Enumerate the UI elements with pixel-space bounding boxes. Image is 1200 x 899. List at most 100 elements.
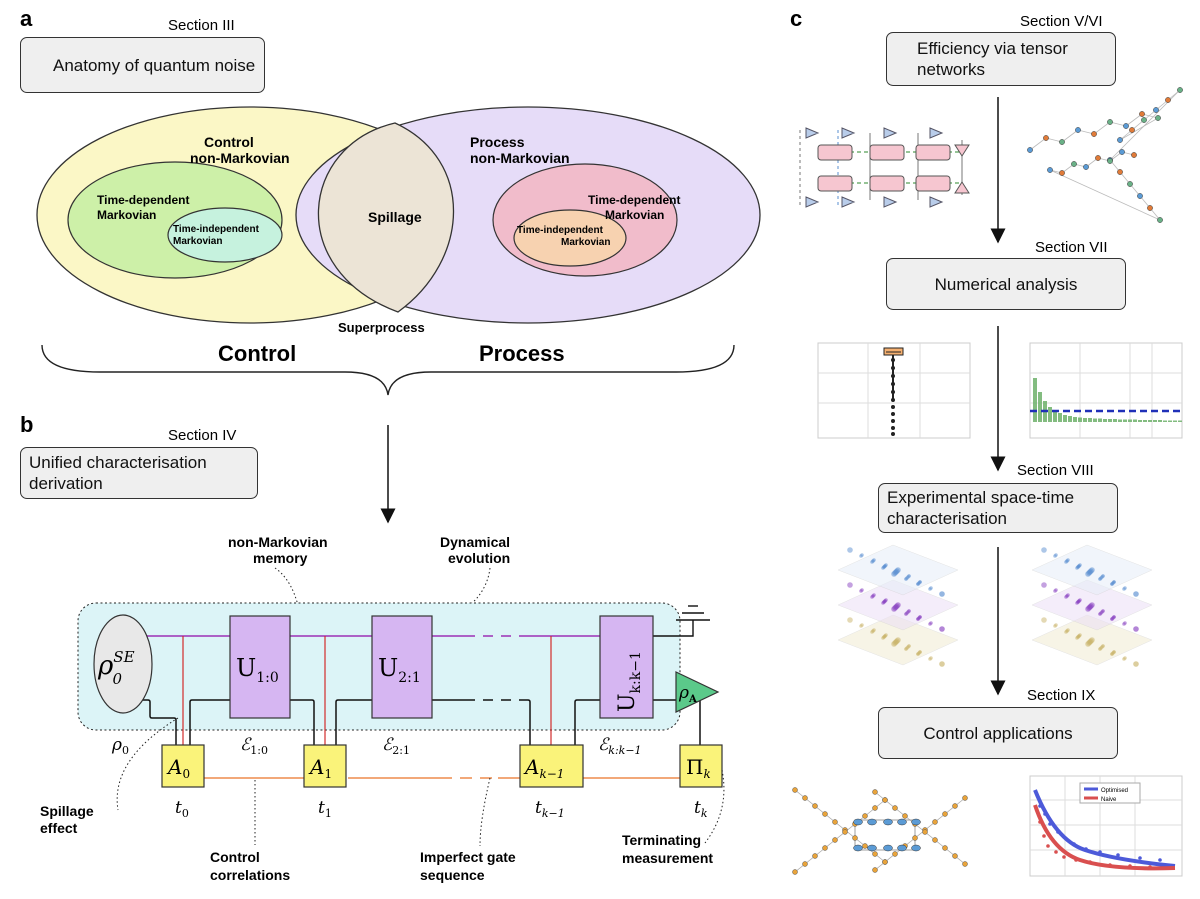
lattice-point bbox=[1066, 628, 1070, 632]
optimised-point bbox=[1043, 812, 1047, 816]
dyn-evol-line2: evolution bbox=[448, 550, 510, 566]
hex-node bbox=[832, 819, 838, 825]
tn-node bbox=[1177, 87, 1183, 93]
hex-node bbox=[922, 829, 928, 835]
histogram-bar bbox=[1098, 418, 1102, 422]
histogram-bar bbox=[1178, 420, 1182, 422]
control-corr-line1: Control bbox=[210, 849, 260, 865]
optimised-point bbox=[1064, 837, 1068, 841]
decay-chart: Optimised Naive bbox=[1029, 775, 1183, 877]
control-corr-line2: correlations bbox=[210, 867, 290, 883]
lattice-point bbox=[884, 598, 888, 602]
boxplot-outliers bbox=[891, 358, 895, 436]
control-process-brace bbox=[41, 344, 735, 396]
histogram-bar bbox=[1083, 418, 1087, 422]
rho0-symbol: ρ0 bbox=[111, 735, 129, 757]
lattice-point bbox=[939, 626, 945, 632]
terminating-line1: Terminating bbox=[622, 832, 701, 848]
outlier-point bbox=[891, 405, 895, 409]
box-control-apps-text: Control applications bbox=[923, 723, 1073, 743]
hex-core-node bbox=[883, 818, 893, 826]
hex-node bbox=[792, 787, 798, 793]
lattice-point bbox=[872, 558, 876, 562]
tn-node bbox=[1117, 169, 1123, 175]
lattice-point bbox=[860, 623, 864, 627]
hex-node bbox=[812, 803, 818, 809]
imperfect-gate-line1: Imperfect gate bbox=[420, 849, 516, 865]
lattice-point bbox=[847, 617, 853, 623]
lattice-point bbox=[918, 580, 922, 584]
lattice-point bbox=[872, 593, 876, 597]
tn-node bbox=[1027, 147, 1033, 153]
hex-node bbox=[792, 869, 798, 875]
tn-node bbox=[1071, 161, 1077, 167]
spillage-effect-line2: effect bbox=[40, 820, 78, 836]
gate-a1: A1 bbox=[303, 744, 347, 788]
optimised-point bbox=[1138, 856, 1142, 860]
process-nm-line1: Process bbox=[470, 134, 525, 150]
hex-core-node bbox=[853, 818, 863, 826]
tn-node bbox=[1043, 135, 1049, 141]
lattice-point bbox=[1101, 574, 1105, 578]
hex-node bbox=[932, 819, 938, 825]
lattice-point bbox=[860, 588, 864, 592]
lattice-point bbox=[1112, 580, 1116, 584]
tn-node bbox=[1107, 158, 1113, 164]
td-markov-right-line2: Markovian bbox=[605, 208, 664, 222]
hex-node bbox=[802, 861, 808, 867]
outlier-point bbox=[891, 398, 895, 402]
ti-markov-right-ellipse bbox=[513, 209, 627, 267]
lattice-point bbox=[1078, 598, 1082, 602]
lattice-point bbox=[1078, 563, 1082, 567]
lattice-point bbox=[929, 621, 933, 625]
gate-a0: A0 bbox=[161, 744, 205, 788]
tensor-network-diagram bbox=[799, 127, 970, 208]
control-nm-line1: Control bbox=[204, 134, 254, 150]
hex-node bbox=[952, 853, 958, 859]
hex-node bbox=[892, 851, 898, 857]
outlier-point bbox=[891, 390, 895, 394]
histogram-bar bbox=[1128, 419, 1132, 422]
naive-curve bbox=[1033, 804, 1176, 871]
control-label: Control bbox=[218, 341, 296, 366]
optimised-point bbox=[1048, 822, 1052, 826]
histogram-bar bbox=[1068, 416, 1072, 422]
lattice-point bbox=[918, 650, 922, 654]
lattice-point bbox=[1123, 586, 1127, 590]
outlier-point bbox=[891, 412, 895, 416]
hex-node bbox=[822, 845, 828, 851]
naive-point bbox=[1088, 860, 1092, 864]
tn-node bbox=[1155, 115, 1161, 121]
lattice-point bbox=[1041, 617, 1047, 623]
hex-node bbox=[902, 813, 908, 819]
tensor-network-graph bbox=[1027, 87, 1183, 223]
box-experimental-text: Experimental space-time characterisation bbox=[887, 488, 1075, 528]
tn-node bbox=[1165, 97, 1171, 103]
spacetime-lattice-left bbox=[837, 544, 959, 667]
box-unified-text: Unified characterisation derivation bbox=[29, 453, 207, 493]
red-coupling-wires bbox=[182, 636, 552, 762]
process-nm-line2: non-Markovian bbox=[470, 150, 570, 166]
tn-edge bbox=[1125, 113, 1143, 127]
tn-node bbox=[1153, 107, 1159, 113]
ti-markov-left-line1: Time-independent bbox=[173, 224, 260, 235]
unitary-u10 bbox=[229, 615, 291, 719]
e21-symbol: ℰ2:1 bbox=[382, 735, 410, 757]
box-experimental: Experimental space-time characterisation bbox=[878, 483, 1118, 533]
hex-core-node bbox=[911, 818, 921, 826]
naive-point bbox=[1042, 834, 1046, 838]
tn-edge bbox=[1119, 117, 1159, 141]
naive-point bbox=[1128, 864, 1132, 868]
box-anatomy: Anatomy of quantum noise bbox=[20, 37, 265, 93]
lattice-point bbox=[1101, 644, 1105, 648]
lattice-point bbox=[884, 633, 888, 637]
lattice-point bbox=[884, 563, 888, 567]
lattice-point bbox=[847, 547, 853, 553]
lattice-point bbox=[847, 582, 853, 588]
ti-markov-left-line2: Markovian bbox=[173, 236, 222, 247]
histogram-bar bbox=[1073, 417, 1077, 422]
histogram-bar bbox=[1148, 420, 1152, 422]
hex-node bbox=[912, 835, 918, 841]
box-unified: Unified characterisation derivation bbox=[20, 447, 258, 499]
naive-point bbox=[1062, 855, 1066, 859]
